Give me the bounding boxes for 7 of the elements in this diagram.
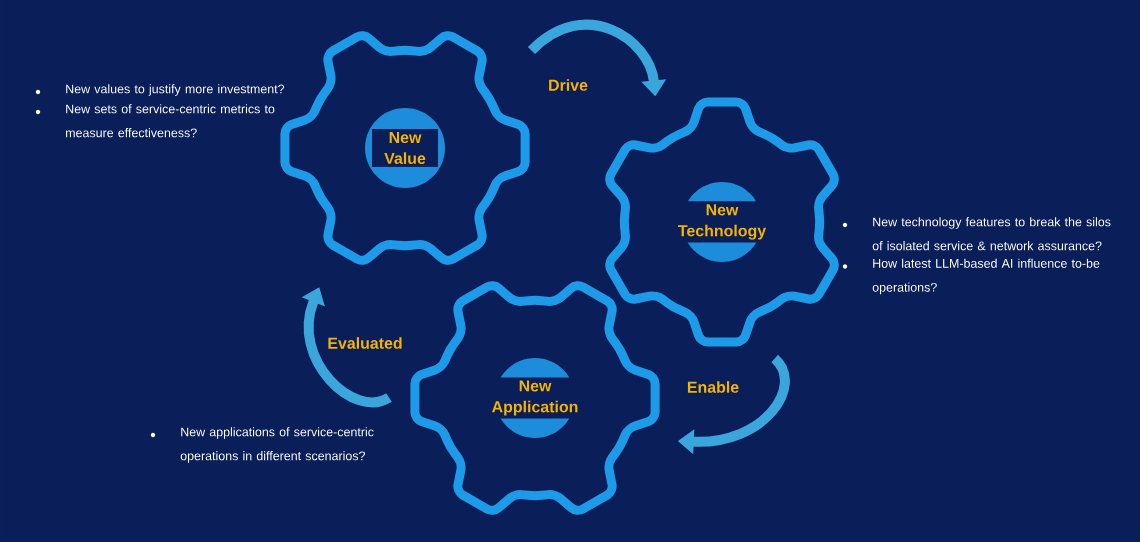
- bullet-item: New sets of service-centric metrics to measure effectiveness?: [35, 104, 275, 138]
- bullet-item: How latest LLM-based AI influence to-be operations?: [842, 258, 1100, 295]
- bullet-item: New technology features to break the silos of isolated service & network assurance?: [842, 217, 1111, 251]
- bullet-item: New applications of service-centric operations in different scenarios?: [150, 427, 374, 463]
- edge-label: Enable: [684, 379, 742, 395]
- edge-label: Drive: [546, 77, 590, 93]
- edge-label: Evaluated: [325, 335, 405, 351]
